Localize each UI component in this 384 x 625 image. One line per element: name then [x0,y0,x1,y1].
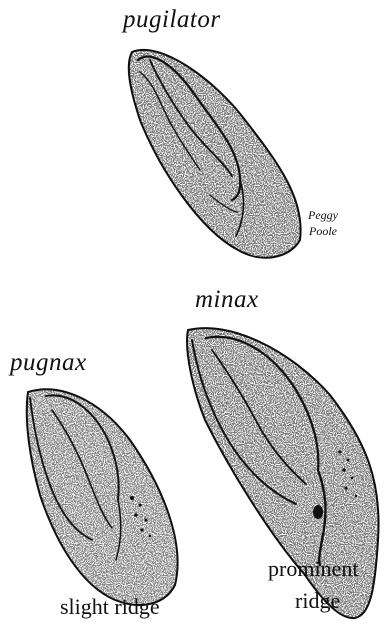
pugnax-claw-icon [20,380,190,615]
species-label-pugnax: pugnax [10,350,87,375]
artist-signature: Peggy Poole [308,207,338,239]
species-label-pugilator: pugilator [123,7,221,32]
signature-first-name: Peggy [308,207,338,223]
species-label-minax: minax [195,287,259,312]
note-slight-ridge: slight ridge [60,596,160,618]
signature-last-name: Poole [308,223,338,239]
pugilator-claw-icon [120,40,310,270]
note-ridge: ridge [295,590,340,612]
note-prominent: prominent [268,558,358,580]
